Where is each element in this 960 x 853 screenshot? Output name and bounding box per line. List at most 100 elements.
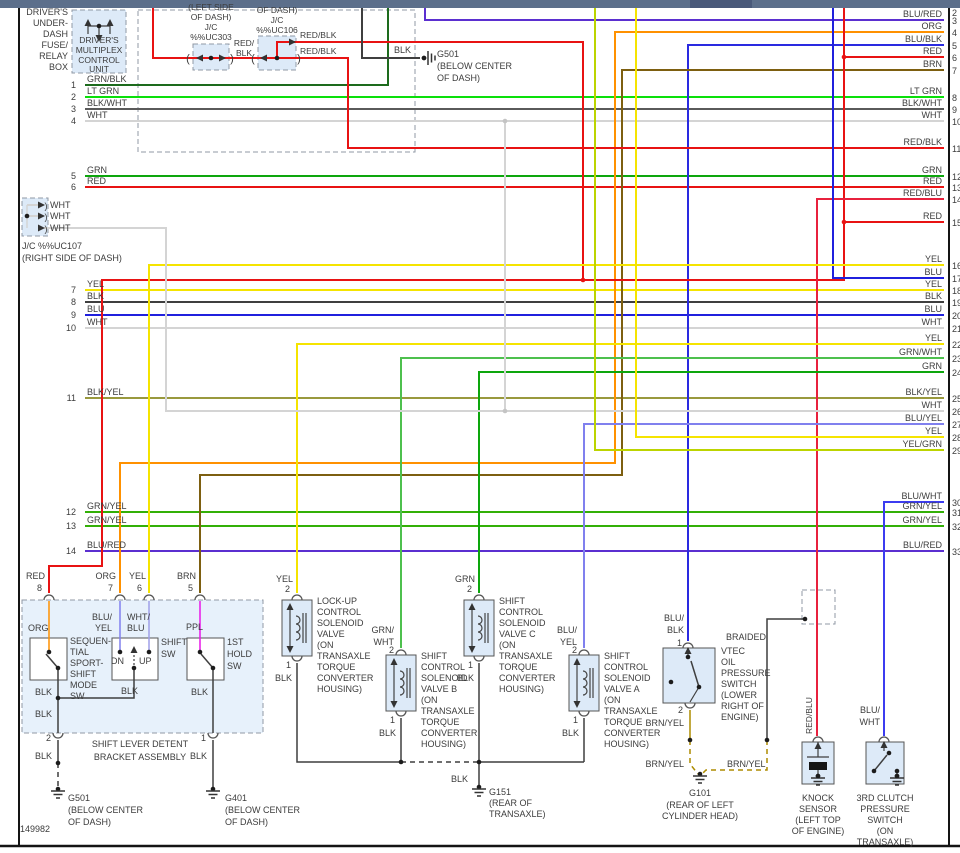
pin-wire-label-right: GRN/YEL	[902, 501, 942, 511]
pin-number-left: 6	[71, 182, 76, 192]
wire-red	[152, 8, 296, 59]
ground-g101	[697, 771, 703, 777]
pin-number-left: 7	[71, 285, 76, 295]
solenoid-valve-a-box	[568, 654, 600, 712]
label: G101	[689, 788, 711, 798]
label: SWITCH	[867, 815, 903, 825]
pin-wire-label-left: GRN/YEL	[87, 515, 127, 525]
pin-number-right: 29	[952, 446, 960, 456]
label: 1	[201, 733, 206, 743]
pin-wire-label-right: RED	[923, 211, 943, 221]
label: (ON	[499, 640, 516, 650]
pin-connector-arc	[207, 732, 219, 739]
label: (	[251, 53, 255, 65]
label: GRN/	[372, 625, 395, 635]
switch-blade	[690, 660, 700, 688]
label: OF ENGINE)	[792, 826, 845, 836]
switch-blade	[200, 653, 214, 669]
wire-brn-yel	[689, 740, 699, 775]
junction-dot	[894, 773, 900, 779]
ground-g501	[55, 786, 61, 792]
label: BLK	[236, 48, 252, 58]
label: TIAL	[70, 647, 89, 657]
pin-wire-label-right: BLU	[924, 304, 942, 314]
pin-number-right: 11	[952, 144, 960, 154]
arrowhead	[38, 224, 45, 232]
label: CONVERTER	[421, 728, 478, 738]
pin-wire-label-right: BLU/BLK	[905, 34, 942, 44]
pin-number-left: 11	[67, 393, 76, 403]
label: G501	[437, 49, 459, 59]
pin-number-left: 10	[66, 323, 76, 333]
junction-dot	[871, 768, 877, 774]
pin-connector-arc	[682, 642, 694, 649]
junction-dot	[894, 768, 900, 774]
junction-dot	[502, 408, 508, 414]
pin-number-right: 27	[952, 420, 960, 430]
pin-connector-arc	[291, 655, 303, 662]
window-titlebar	[0, 0, 960, 8]
pin-number-left: 12	[66, 507, 76, 517]
label: SHIFT LEVER DETENT	[92, 739, 189, 749]
drawing-number: 149982	[20, 824, 51, 834]
label: 8	[37, 583, 42, 593]
label: BLK	[35, 687, 52, 697]
label: DN	[111, 656, 124, 666]
label: BLK	[191, 687, 208, 697]
pin-number-left: 13	[66, 521, 76, 531]
pin-wire-label-right: GRN	[922, 165, 942, 175]
label: VTEC	[721, 646, 746, 656]
pin-wire-label-right: YEL/GRN	[902, 439, 942, 449]
junction-dot	[55, 760, 61, 766]
label: VALVE A	[604, 684, 640, 694]
label: GRN	[455, 574, 475, 584]
label: (BELOW CENTER	[437, 61, 513, 71]
pin-connector-arc	[52, 732, 64, 739]
pin-wire-label-right: YEL	[925, 333, 942, 343]
label: SENSOR	[799, 804, 838, 814]
pin-number-right: 14	[952, 195, 960, 205]
label: (LOWER	[721, 690, 758, 700]
arrowhead	[106, 19, 114, 26]
label: DRIVER'S	[26, 7, 68, 17]
label: SHIFT	[161, 637, 188, 647]
label: BLK	[121, 686, 138, 696]
pin-wire-label-right: RED/BLK	[903, 137, 942, 147]
label: (BELOW CENTER	[225, 805, 301, 815]
label: 2	[678, 705, 683, 715]
pin-number-right: 21	[952, 324, 960, 334]
label: FUSE/	[41, 40, 68, 50]
label: HOUSING)	[421, 739, 466, 749]
pin-wire-label-left: BLU/RED	[87, 540, 127, 550]
label: 1	[677, 638, 682, 648]
arrowhead	[468, 603, 476, 610]
pin-number-right: 5	[952, 41, 957, 51]
label: YEL	[129, 571, 146, 581]
label: HOUSING)	[317, 684, 362, 694]
arrowhead	[95, 35, 103, 42]
pin-wire-label-left: YEL	[87, 279, 104, 289]
label: DRIVER'S	[79, 35, 119, 45]
label: TORQUE	[317, 662, 355, 672]
pin-wire-label-left: BLK	[87, 291, 104, 301]
wire-yel	[296, 343, 944, 593]
label: SEQUEN-	[70, 636, 111, 646]
label: WHT	[374, 637, 395, 647]
label: CONVERTER	[604, 728, 661, 738]
label: OIL	[721, 657, 736, 667]
junction-dot	[696, 684, 702, 690]
junction-dot	[46, 649, 52, 655]
junction-dot	[96, 23, 102, 29]
label: (REAR OF	[489, 798, 533, 808]
wire-brn	[199, 69, 944, 593]
ground-g401	[210, 786, 216, 792]
label: SWITCH	[721, 679, 757, 689]
fuse-relay-box-outline	[137, 9, 416, 153]
label: BLU/	[92, 612, 113, 622]
junction-dot	[117, 649, 123, 655]
label: 1	[468, 660, 473, 670]
junction-dot	[668, 679, 674, 685]
label: CONVERTER	[317, 673, 374, 683]
label: (	[186, 53, 190, 65]
label: RED/BLK	[300, 46, 337, 56]
